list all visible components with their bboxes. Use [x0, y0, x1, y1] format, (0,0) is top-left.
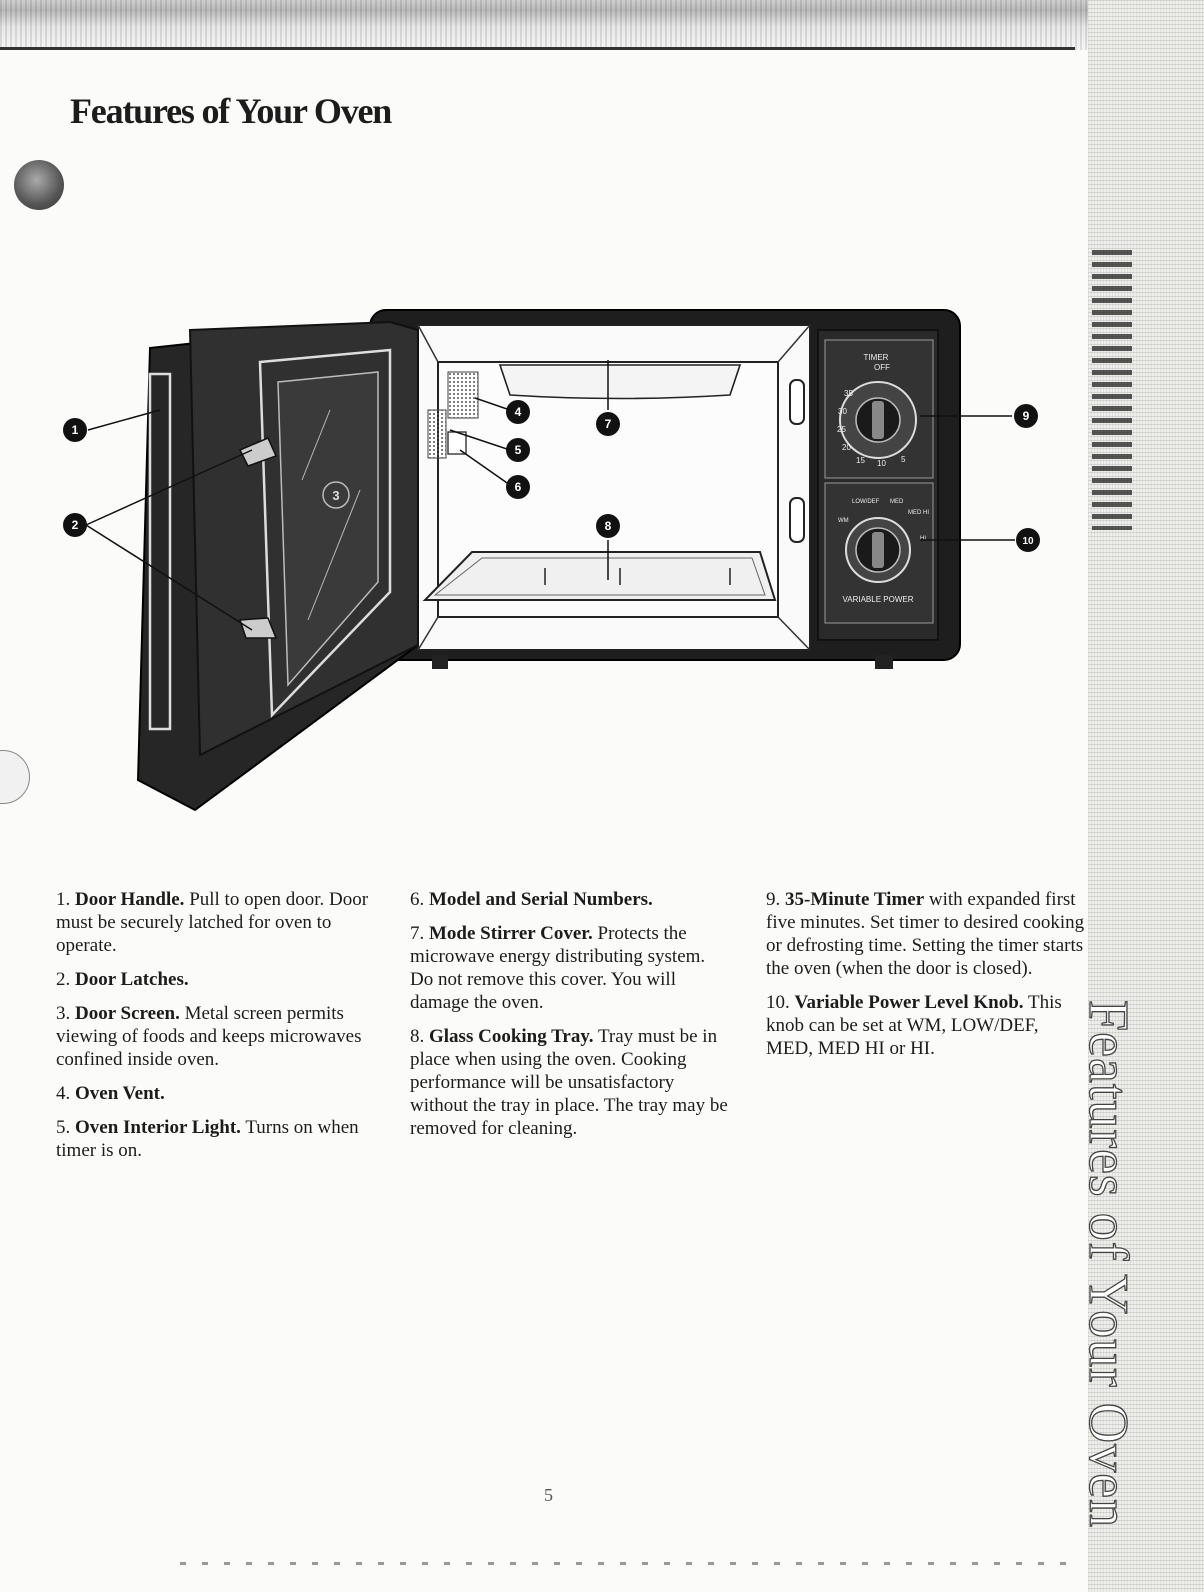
interior-light: [427, 409, 447, 459]
model-serial-plate: [447, 431, 467, 455]
callout-7: 7: [596, 412, 620, 436]
page-title: Features of Your Oven: [70, 91, 392, 131]
scan-bottom-marks: [180, 1562, 1080, 1565]
timer-tick: 15: [856, 456, 865, 465]
feature-item: 4. Oven Vent.: [56, 1082, 376, 1105]
timer-tick: 20: [842, 443, 851, 452]
feature-number: 3.: [56, 1003, 71, 1024]
feature-item: 7. Mode Stirrer Cover. Protects the micr…: [410, 922, 730, 1014]
control-panel: TIMER OFF 35 30 25 20 15 10 5 WM LOW/DEF…: [817, 329, 939, 641]
timer-tick: 25: [837, 425, 846, 434]
feature-item: 5. Oven Interior Light. Turns on when ti…: [56, 1116, 376, 1162]
features-column-3: 9. 35-Minute Timer with expanded first f…: [766, 888, 1086, 1071]
timer-panel-label: TIMER: [864, 353, 889, 362]
latch-slot-top: [789, 379, 805, 425]
feature-item: 3. Door Screen. Metal screen permits vie…: [56, 1002, 376, 1071]
latch-slot-bottom: [789, 497, 805, 543]
feature-number: 2.: [56, 969, 71, 990]
feature-text: This knob can be set at WM, LOW/DEF, MED…: [766, 992, 1062, 1059]
side-section-title: Features of Your Oven: [1076, 999, 1139, 1529]
feature-title: Model and Serial Numbers.: [429, 889, 653, 910]
feature-title: Glass Cooking Tray.: [429, 1026, 594, 1047]
feature-title: Oven Interior Light.: [75, 1117, 241, 1138]
power-tick: LOW/DEF: [852, 499, 880, 505]
scan-top-edge: [0, 0, 1204, 50]
feature-text: Metal screen permits viewing of foods an…: [56, 1003, 362, 1070]
feature-item: 9. 35-Minute Timer with expanded first f…: [766, 888, 1086, 980]
feature-item: 8. Glass Cooking Tray. Tray must be in p…: [410, 1025, 730, 1140]
callout-number: 3: [332, 488, 339, 503]
feature-title: Variable Power Level Knob.: [794, 992, 1024, 1013]
binder-hole-middle: [0, 750, 30, 804]
feature-title: Mode Stirrer Cover.: [429, 923, 593, 944]
scan-top-rule: [0, 47, 1075, 50]
page-number: 5: [544, 1485, 553, 1505]
feature-item: 6. Model and Serial Numbers.: [410, 888, 730, 911]
door-latch-bottom: [238, 617, 278, 639]
feature-item: 1. Door Handle. Pull to open door. Door …: [56, 888, 376, 957]
callout-leaders: [85, 360, 1015, 631]
power-panel-label: VARIABLE POWER: [843, 595, 914, 604]
feature-text: Pull to open door. Door must be securely…: [56, 889, 369, 956]
feature-title: Door Screen.: [75, 1003, 180, 1024]
feature-number: 5.: [56, 1117, 71, 1138]
callout-number: 8: [605, 519, 612, 533]
power-tick: HI: [920, 536, 926, 542]
callout-9: 9: [1014, 404, 1038, 428]
timer-tick: 5: [901, 455, 906, 464]
callout-2: 2: [63, 513, 87, 537]
callout-3: 3: [322, 481, 350, 509]
callout-5: 5: [506, 438, 530, 462]
callout-number: 10: [1022, 536, 1034, 547]
feature-number: 4.: [56, 1083, 71, 1104]
door-latch-top: [238, 437, 278, 467]
feature-title: Door Latches.: [75, 969, 189, 990]
power-tick: MED: [890, 499, 904, 505]
feature-title: Door Handle.: [75, 889, 185, 910]
feature-number: 8.: [410, 1026, 425, 1047]
callout-10: 10: [1016, 528, 1040, 552]
binder-hole-top: [14, 160, 64, 210]
feature-number: 7.: [410, 923, 425, 944]
callout-number: 1: [72, 423, 79, 437]
scan-bleed-marks: [1092, 250, 1132, 530]
feature-title: Oven Vent.: [75, 1083, 165, 1104]
oven-door: [136, 320, 419, 812]
feature-number: 9.: [766, 889, 781, 910]
oven-vent: [447, 371, 479, 419]
callout-number: 6: [515, 480, 522, 494]
timer-tick: 10: [877, 459, 886, 468]
feature-number: 10.: [766, 992, 790, 1013]
door-handle: [148, 372, 172, 731]
feature-item: 2. Door Latches.: [56, 968, 376, 991]
feature-item: 10. Variable Power Level Knob. This knob…: [766, 991, 1086, 1060]
feature-text: Tray must be in place when using the ove…: [410, 1026, 728, 1139]
callout-6: 6: [506, 475, 530, 499]
timer-off-label: OFF: [874, 363, 890, 372]
feature-text: with expanded first five minutes. Set ti…: [766, 889, 1085, 979]
feature-text: Protects the microwave energy distributi…: [410, 923, 706, 1013]
oven-diagram: TIMER OFF 35 30 25 20 15 10 5 WM LOW/DEF…: [63, 309, 1040, 812]
callout-number: 9: [1023, 409, 1030, 423]
callout-number: 4: [515, 405, 522, 419]
feature-title: 35-Minute Timer: [785, 889, 925, 910]
mode-stirrer-cover: [498, 364, 742, 400]
callout-1: 1: [63, 418, 87, 442]
callout-number: 5: [515, 443, 522, 457]
timer-tick: 35: [844, 389, 853, 398]
callout-number: 7: [605, 417, 612, 431]
callout-4: 4: [506, 400, 530, 424]
power-tick: MED HI: [908, 510, 929, 516]
features-column-2: 6. Model and Serial Numbers. 7. Mode Sti…: [410, 888, 730, 1151]
power-tick: WM: [838, 518, 849, 524]
features-column-1: 1. Door Handle. Pull to open door. Door …: [56, 888, 376, 1173]
callout-number: 2: [72, 518, 79, 532]
feature-number: 1.: [56, 889, 71, 910]
glass-cooking-tray: [422, 551, 777, 601]
feature-text: Turns on when timer is on.: [56, 1117, 359, 1161]
feature-number: 6.: [410, 889, 425, 910]
timer-tick: 30: [838, 407, 847, 416]
callout-8: 8: [596, 514, 620, 538]
